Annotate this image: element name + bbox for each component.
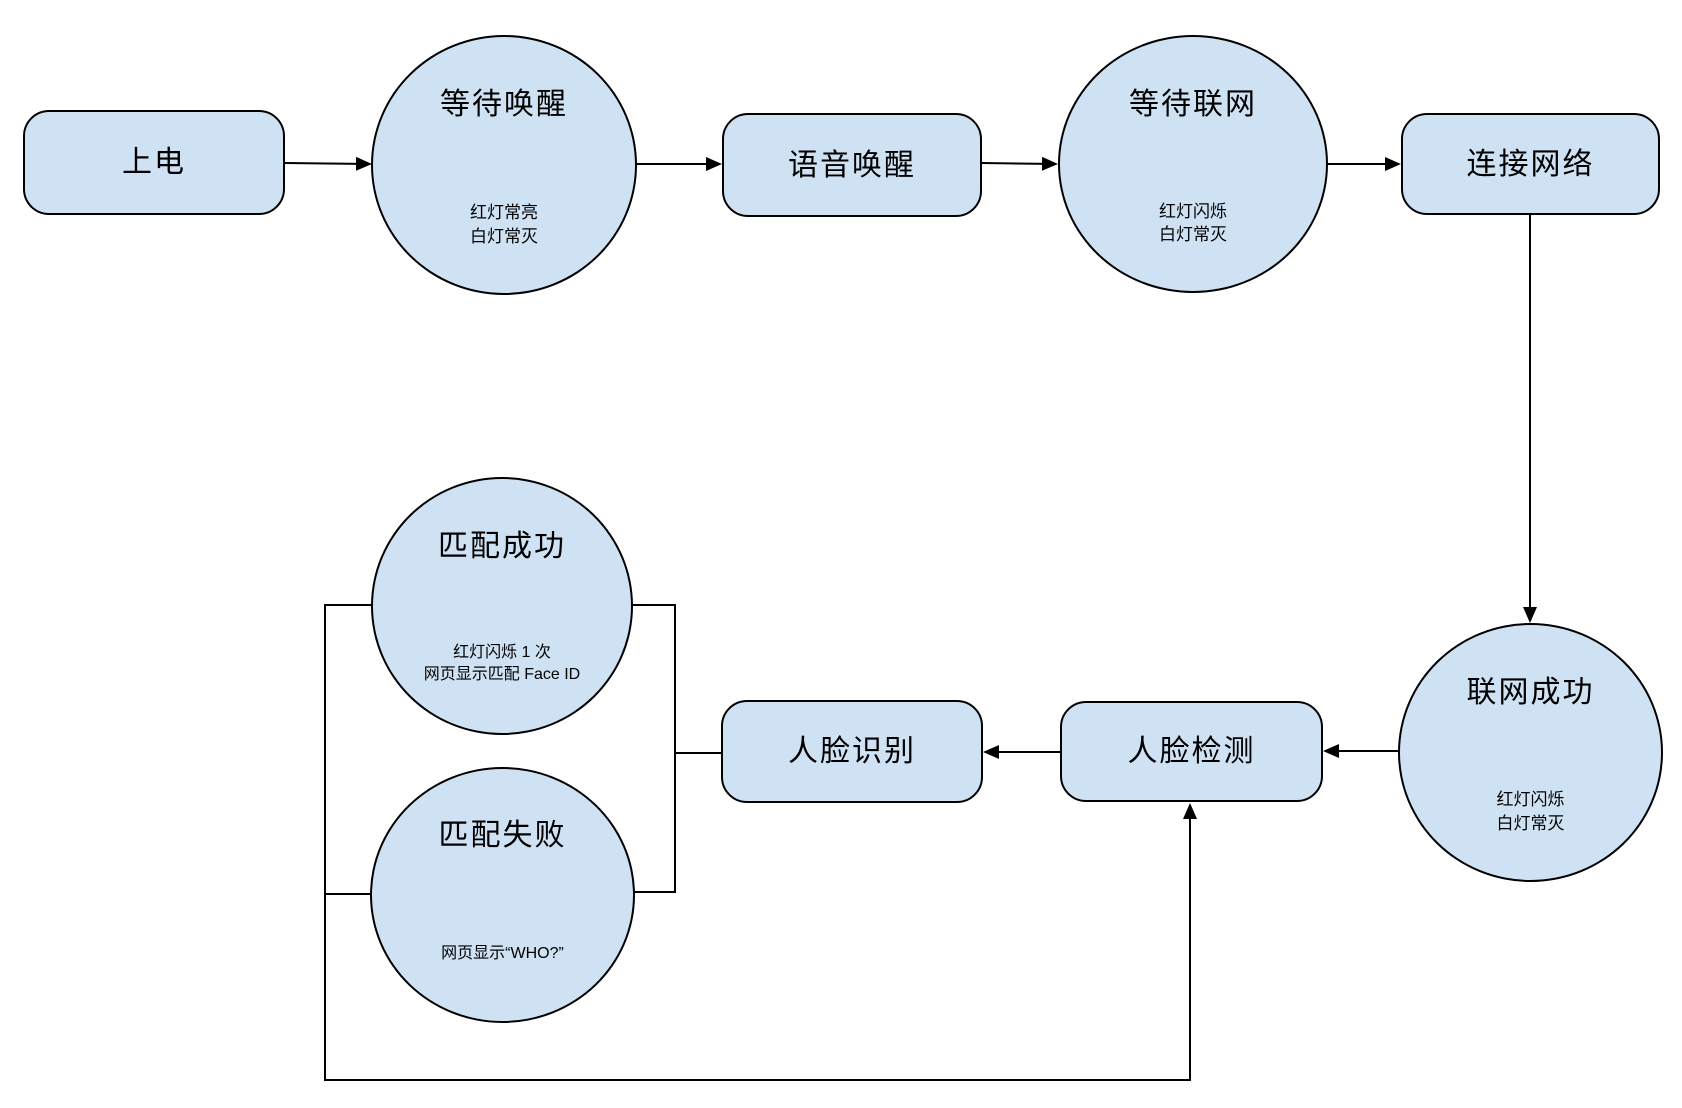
node-wait-wake-label: 等待唤醒 <box>440 88 568 122</box>
node-match-success-label: 匹配成功 <box>438 529 566 563</box>
node-wait-network-label: 等待联网 <box>1129 87 1257 121</box>
node-face-recognition-label: 人脸识别 <box>788 735 916 768</box>
node-match-success: 匹配成功 红灯闪烁 1 次 网页显示匹配 Face ID <box>371 477 633 735</box>
node-face-detection: 人脸检测 <box>1060 701 1323 802</box>
status-line: 白灯常灭 <box>470 226 538 246</box>
node-wait-wake-status: 红灯常亮 白灯常灭 <box>373 201 635 249</box>
node-voice-wake: 语音唤醒 <box>722 113 982 217</box>
node-voice-wake-label: 语音唤醒 <box>788 148 916 182</box>
status-line: 红灯常亮 <box>470 202 538 222</box>
node-match-success-status: 红灯闪烁 1 次 网页显示匹配 Face ID <box>373 642 631 686</box>
node-wait-network-status: 红灯闪烁 白灯常灭 <box>1060 200 1326 248</box>
status-line: 红灯闪烁 <box>1159 201 1227 221</box>
node-face-recognition: 人脸识别 <box>721 700 983 803</box>
status-line: 红灯闪烁 <box>1496 790 1565 810</box>
node-face-detection-label: 人脸检测 <box>1127 735 1256 768</box>
status-line: 白灯常灭 <box>1159 225 1227 245</box>
edge-loop-match-to-detect <box>324 604 1197 1081</box>
node-connect-network-label: 连接网络 <box>1466 147 1595 181</box>
edge-bracket-match-to-recog <box>633 604 676 893</box>
node-connect-network: 连接网络 <box>1401 113 1660 215</box>
status-line: 红灯闪烁 1 次 <box>453 643 551 661</box>
node-match-fail-label: 匹配失败 <box>438 819 567 853</box>
edge-power-to-waitwake <box>284 156 372 171</box>
status-line: 网页显示匹配 Face ID <box>423 665 581 683</box>
status-line: 白灯常灭 <box>1496 813 1565 833</box>
node-network-success-status: 红灯闪烁 白灯常灭 <box>1400 788 1661 836</box>
node-network-success: 联网成功 红灯闪烁 白灯常灭 <box>1398 623 1663 882</box>
node-match-fail: 匹配失败 网页显示“WHO?” <box>370 767 635 1023</box>
node-power-on: 上电 <box>23 110 285 215</box>
edge-voice-to-waitnet <box>981 156 1058 171</box>
status-line: 网页显示“WHO?” <box>441 944 564 962</box>
node-wait-wake: 等待唤醒 红灯常亮 白灯常灭 <box>371 35 637 295</box>
node-network-success-label: 联网成功 <box>1466 676 1595 709</box>
node-wait-network: 等待联网 红灯闪烁 白灯常灭 <box>1058 35 1328 293</box>
node-match-fail-status: 网页显示“WHO?” <box>372 943 633 965</box>
node-power-on-label: 上电 <box>122 146 186 179</box>
